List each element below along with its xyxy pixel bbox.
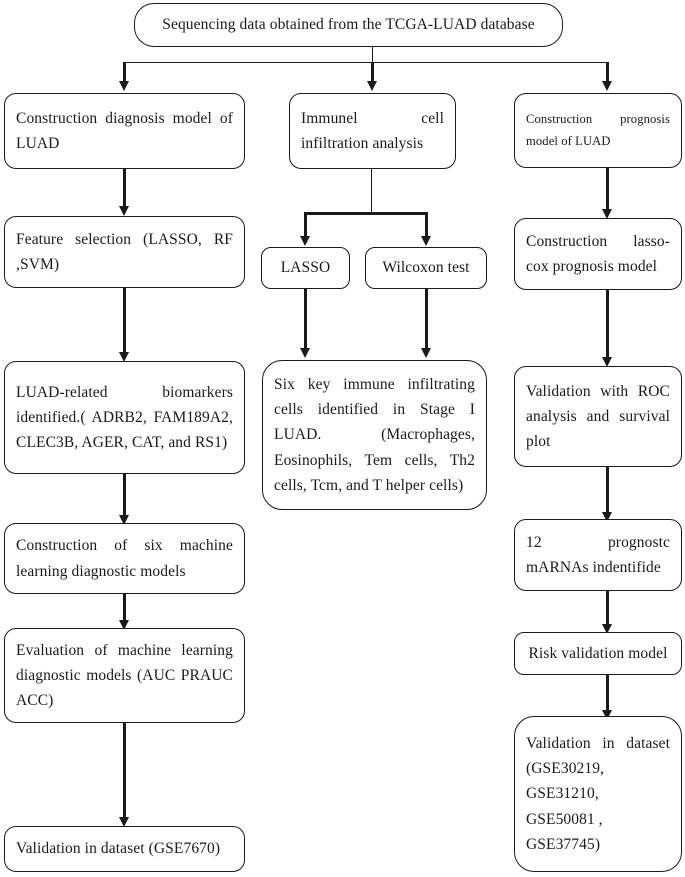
arrowhead-right-2-3: [601, 357, 612, 367]
node-left-2-label: Feature selection (LASSO, RF ,SVM): [16, 230, 233, 273]
node-right-lasso-cox-model: Construction lasso-cox prognosis model: [514, 218, 682, 290]
arrowhead-root-to-middle: [366, 81, 377, 91]
node-left-5-label: Evaluation of machine learning diagnosti…: [16, 641, 233, 710]
arrowhead-right-3-4: [601, 512, 612, 522]
node-left-1-label: Construction diagnosis model of LUAD: [16, 109, 233, 152]
connector-left-3-4: [123, 474, 126, 518]
connector-left-4-5: [123, 594, 126, 623]
node-right-validation-roc-survival: Validation with ROC analysis and surviva…: [514, 366, 682, 467]
node-middle-1-label: Immunel cell infiltration analysis: [301, 109, 444, 152]
arrowhead-left-4-5: [118, 620, 129, 630]
node-left-construction-diagnosis-model: Construction diagnosis model of LUAD: [4, 93, 245, 169]
node-left-validation-gse7670: Validation in dataset (GSE7670): [4, 826, 245, 872]
arrowhead-root-to-left: [118, 81, 129, 91]
node-left-4-label: Construction of six machine learning dia…: [16, 537, 233, 580]
connector-left-2-3: [123, 288, 126, 355]
connector-right-1-2: [606, 168, 609, 212]
arrowhead-right-1-2: [601, 209, 612, 219]
connector-wilcoxon-to-result: [425, 289, 428, 351]
connector-right-2-3: [606, 290, 609, 360]
connector-root-to-middle: [371, 62, 374, 83]
connector-middle-1-stem: [371, 169, 373, 214]
connector-middle-split-bus: [304, 212, 428, 215]
arrowhead-left-1-2: [118, 206, 129, 216]
connector-root-bus: [124, 62, 608, 64]
connector-root-to-left: [123, 62, 126, 83]
node-right-construction-prognosis-model: Construction prognosis model of LUAD: [514, 93, 682, 168]
node-right-2-label: Construction lasso-cox prognosis model: [526, 232, 670, 275]
arrowhead-left-2-3: [118, 352, 129, 362]
node-right-1-label: Construction prognosis model of LUAD: [526, 111, 670, 148]
arrowhead-left-5-6: [118, 817, 129, 827]
connector-root-to-right: [606, 62, 609, 83]
node-middle-3-label: Six key immune infiltrating cells identi…: [274, 376, 475, 494]
node-middle-wilcoxon-test: Wilcoxon test: [365, 247, 487, 289]
connector-right-3-4: [606, 467, 609, 515]
node-middle-immune-cell-infiltration: Immunel cell infiltration analysis: [289, 93, 456, 169]
node-left-feature-selection: Feature selection (LASSO, RF ,SVM): [4, 216, 245, 288]
node-middle-six-key-immune-cells: Six key immune infiltrating cells identi…: [262, 360, 487, 510]
node-right-12-prognostic-mrnas: 12 prognostc mARNAs indentifide: [514, 519, 682, 591]
arrowhead-middle-to-lasso: [299, 236, 310, 246]
node-left-6-label: Validation in dataset (GSE7670): [16, 840, 221, 858]
node-middle-lasso-label: LASSO: [280, 259, 331, 277]
connector-root-stem: [372, 47, 374, 63]
connector-middle-to-wilcoxon: [425, 212, 428, 239]
node-root-label: Sequencing data obtained from the TCGA-L…: [162, 16, 535, 34]
node-left-3-label: LUAD-related biomarkers identified.( ADR…: [16, 383, 233, 452]
arrowhead-root-to-right: [601, 81, 612, 91]
connector-middle-to-lasso: [304, 212, 307, 239]
node-right-validation-datasets: Validation in dataset (GSE30219, GSE3121…: [514, 716, 682, 872]
node-left-six-ml-models: Construction of six machine learning dia…: [4, 523, 245, 594]
connector-lasso-to-result: [304, 289, 307, 351]
node-right-6-label: Validation in dataset (GSE30219, GSE3121…: [526, 735, 670, 853]
node-right-5-label: Risk validation model: [528, 644, 668, 662]
arrowhead-wilcoxon-to-result: [420, 348, 431, 358]
node-middle-wilcoxon-label: Wilcoxon test: [382, 259, 470, 277]
arrowhead-left-3-4: [118, 515, 129, 525]
node-middle-lasso: LASSO: [261, 247, 350, 289]
node-left-biomarkers-identified: LUAD-related biomarkers identified.( ADR…: [4, 361, 245, 474]
node-right-risk-validation-model: Risk validation model: [514, 632, 682, 675]
connector-right-4-5: [606, 591, 609, 627]
arrowhead-right-4-5: [601, 624, 612, 634]
arrowhead-lasso-to-result: [299, 348, 310, 358]
arrowhead-middle-to-wilcoxon: [420, 236, 431, 246]
connector-left-1-2: [123, 169, 126, 209]
connector-right-5-6: [606, 675, 609, 713]
connector-left-5-6: [123, 723, 126, 820]
node-root-sequencing-data: Sequencing data obtained from the TCGA-L…: [134, 3, 563, 47]
arrowhead-right-5-6: [601, 710, 612, 720]
node-right-4-label: 12 prognostc mARNAs indentifide: [526, 533, 670, 576]
node-left-evaluation-ml-models: Evaluation of machine learning diagnosti…: [4, 628, 245, 723]
node-right-3-label: Validation with ROC analysis and surviva…: [526, 382, 670, 451]
